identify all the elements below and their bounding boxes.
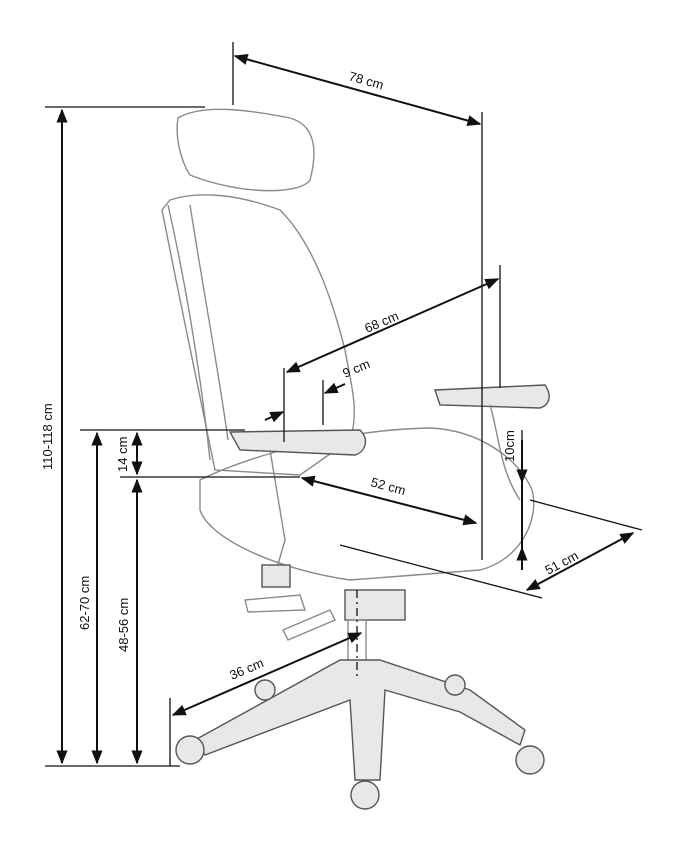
label-seat-depth: 52 cm [369, 474, 407, 498]
label-base-radius: 36 cm [227, 655, 265, 683]
dimension-lines [56, 53, 635, 765]
extension-lines [45, 42, 643, 767]
label-seat-height: 48-56 cm [116, 598, 131, 652]
label-total-height: 110-118 cm [40, 403, 55, 470]
label-armrest-width: 9 cm [340, 356, 372, 381]
label-seat-depth-total: 68 cm [362, 308, 400, 336]
label-armrest-height: 62-70 cm [77, 576, 92, 630]
label-armrest-above-seat: 14 cm [115, 437, 130, 472]
label-seat-width: 51 cm [542, 548, 580, 578]
label-armrest-adjust: 10cm [502, 430, 517, 462]
chair-illustration [161, 108, 550, 810]
